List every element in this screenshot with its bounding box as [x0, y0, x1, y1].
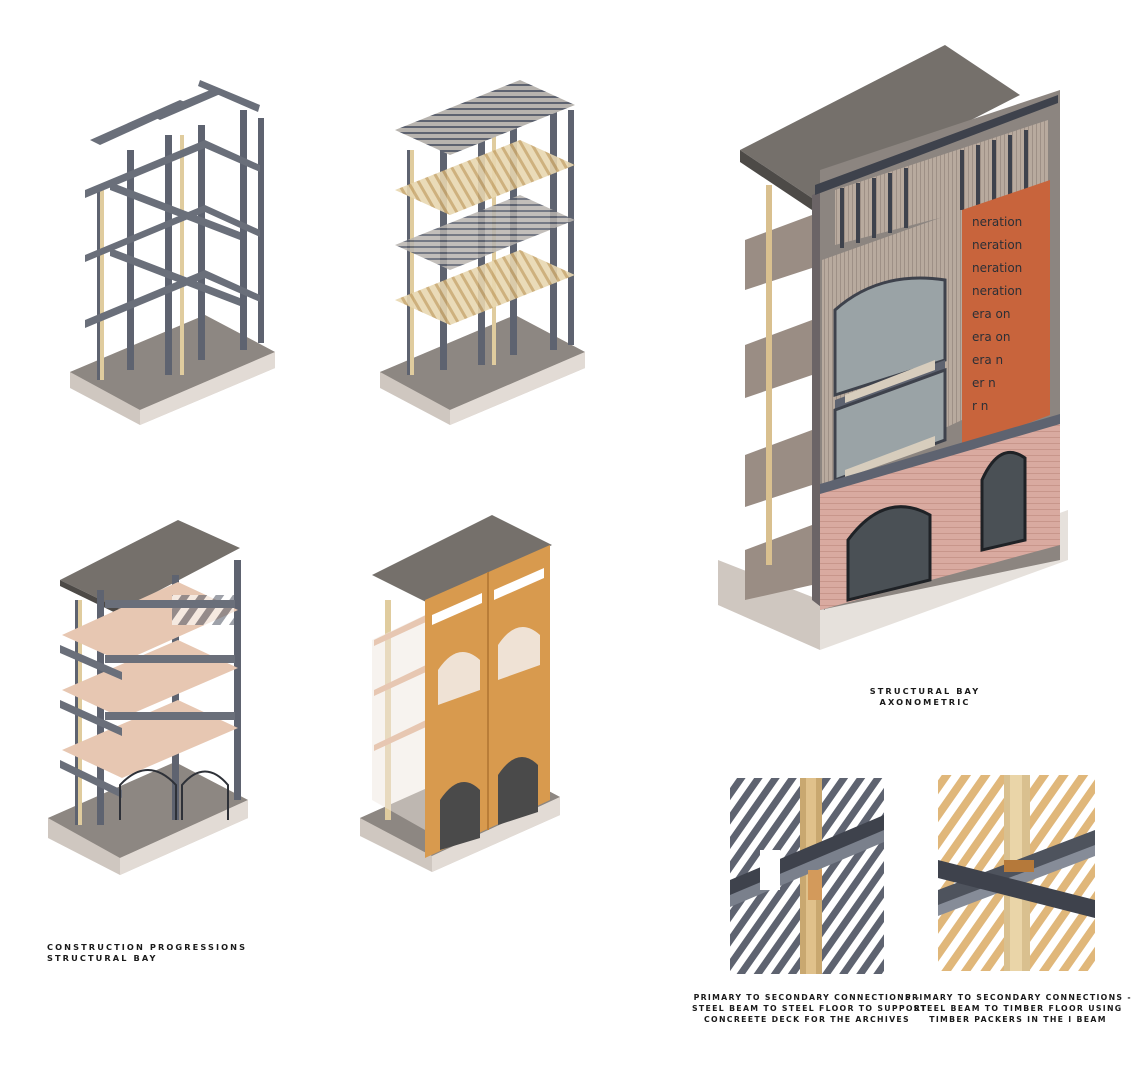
facade-letter-row: neration — [972, 261, 1022, 275]
caption-line: STEEL BEAM TO TIMBER FLOOR USING — [913, 1004, 1123, 1013]
facade-letter-row: neration — [972, 284, 1022, 298]
model-axonometric — [718, 45, 1068, 650]
facade-letter-row: r n — [972, 399, 988, 413]
caption-axonometric: STRUCTURAL BAY AXONOMETRIC — [860, 686, 990, 708]
caption-line: STRUCTURAL BAY — [869, 686, 981, 696]
facade-lettering: neration neration neration neration era … — [972, 215, 1022, 413]
caption-line: PRIMARY TO SECONDARY CONNECTIONS - — [693, 993, 921, 1002]
detail-steel-connection — [730, 778, 884, 974]
facade-letter-row: era n — [972, 353, 1003, 367]
caption-construction: CONSTRUCTION PROGRESSIONS STRUCTURAL BAY — [47, 942, 247, 964]
facade-letter-row: era on — [972, 330, 1010, 344]
model-floors — [380, 80, 585, 425]
model-cladding — [360, 515, 560, 872]
caption-line: TIMBER PACKERS IN THE I BEAM — [929, 1015, 1107, 1024]
detail-timber-connection — [938, 775, 1095, 971]
caption-line: CONCREETE DECK FOR THE ARCHIVES — [704, 1015, 910, 1024]
caption-line: STEEL BEAM TO STEEL FLOOR TO SUPPORT — [692, 1004, 928, 1013]
caption-line: CONSTRUCTION PROGRESSIONS — [47, 942, 248, 952]
facade-letter-row: neration — [972, 215, 1022, 229]
caption-detail-timber: PRIMARY TO SECONDARY CONNECTIONS - STEEL… — [905, 992, 1131, 1025]
caption-detail-steel: PRIMARY TO SECONDARY CONNECTIONS - STEEL… — [692, 992, 928, 1025]
facade-letter-row: era on — [972, 307, 1010, 321]
caption-line: STRUCTURAL BAY — [47, 953, 158, 963]
facade-letter-row: er n — [972, 376, 996, 390]
caption-line: PRIMARY TO SECONDARY CONNECTIONS - — [905, 993, 1132, 1002]
caption-line: AXONOMETRIC — [879, 697, 971, 707]
facade-letter-row: neration — [972, 238, 1022, 252]
model-decks — [48, 520, 248, 875]
model-frame — [70, 80, 275, 425]
